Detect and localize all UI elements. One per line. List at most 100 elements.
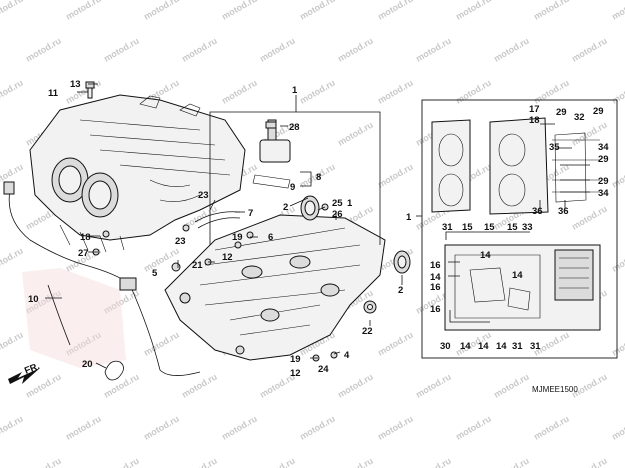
callout-19-b: 19 (232, 232, 243, 243)
watermark-text: motod.ru (0, 330, 25, 358)
watermark-text: motod.ru (570, 36, 609, 64)
watermark-text: motod.ru (24, 36, 63, 64)
callout-28: 28 (289, 122, 300, 133)
watermark-text: motod.ru (298, 0, 337, 22)
callout-21: 21 (192, 260, 203, 271)
watermark-text: motod.ru (376, 78, 415, 106)
watermark-text: motod.ru (532, 414, 571, 442)
inset-panel (416, 99, 618, 359)
callout-10: 10 (28, 294, 39, 305)
watermark-text: motod.ru (220, 0, 259, 22)
callout-14-b: 14 (512, 270, 523, 281)
callout-23-a: 23 (198, 190, 209, 201)
callout-1-inset: 1 (406, 212, 412, 223)
callout-12-b: 12 (290, 368, 301, 379)
callout-29-c: 29 (598, 154, 609, 165)
watermark-text: motod.ru (610, 414, 625, 442)
front-label: FR. (23, 361, 41, 377)
watermark-text: motod.ru (0, 78, 25, 106)
watermark-text: motod.ru (180, 36, 219, 64)
watermark-text: motod.ru (610, 330, 625, 358)
callout-12-a: 12 (222, 252, 233, 263)
watermark-text: motod.ru (376, 330, 415, 358)
callout-31-b: 31 (512, 341, 523, 352)
watermark-text: motod.ru (532, 0, 571, 22)
callout-2-left: 2 (283, 202, 288, 213)
callout-15-b: 15 (484, 222, 495, 233)
watermark-text: motod.ru (454, 78, 493, 106)
watermark-text: motod.ru (64, 0, 103, 22)
watermark-text: motod.ru (0, 0, 25, 22)
callout-11: 11 (48, 88, 59, 99)
callout-15-a: 15 (462, 222, 473, 233)
callout-2-right: 2 (398, 285, 403, 296)
callout-30-b: 30 (440, 341, 451, 352)
callout-19-a: 19 (290, 354, 301, 365)
callout-14-c: 14 (460, 341, 471, 352)
watermark-text: motod.ru (0, 414, 25, 442)
callout-5: 5 (152, 268, 158, 279)
callout-36-b: 36 (558, 206, 569, 217)
watermark-text: motod.ru (258, 456, 297, 468)
callout-26: 26 (332, 209, 343, 220)
callout-33: 33 (522, 222, 533, 233)
front-arrow-icon: FR. (8, 361, 41, 384)
callout-32: 32 (574, 112, 585, 123)
callout-14-f: 14 (480, 250, 491, 261)
watermark-text: motod.ru (220, 78, 259, 106)
callout-35: 35 (549, 142, 560, 153)
watermark-text: motod.ru (102, 456, 141, 468)
diagram-code: MJMEE1500 (532, 385, 578, 394)
watermark-text: motod.ru (610, 162, 625, 190)
watermark-text: motod.ru (336, 372, 375, 400)
callout-17: 17 (529, 104, 540, 115)
washer-part-22 (363, 300, 377, 314)
watermark-text: motod.ru (142, 414, 181, 442)
bolt-part-13 (85, 81, 95, 99)
watermark-text: motod.ru (376, 0, 415, 22)
watermark-text: motod.ru (336, 456, 375, 468)
watermark-text: motod.ru (336, 36, 375, 64)
callout-25: 25 (332, 198, 343, 209)
watermark-text: motod.ru (610, 78, 625, 106)
callout-8: 8 (316, 172, 321, 183)
callout-29-a: 29 (556, 107, 567, 118)
watermark-text: motod.ru (570, 204, 609, 232)
callout-14-a: 14 (430, 272, 441, 283)
callout-24: 24 (318, 364, 329, 375)
watermark-text: motod.ru (570, 456, 609, 468)
callout-15-c: 15 (507, 222, 518, 233)
watermark-text: motod.ru (492, 36, 531, 64)
callout-9: 9 (290, 182, 295, 193)
callout-29-d: 29 (598, 176, 609, 187)
callout-36-a: 36 (532, 206, 543, 217)
callout-1-right: 1 (347, 198, 353, 209)
callout-31-a: 31 (442, 222, 453, 233)
callout-27: 27 (78, 248, 89, 259)
watermark-text: motod.ru (258, 36, 297, 64)
watermark-text: motod.ru (376, 162, 415, 190)
watermark-text: motod.ru (454, 0, 493, 22)
leader-lines (45, 83, 403, 369)
callout-7: 7 (248, 208, 253, 219)
seal-part-2-left (300, 195, 320, 221)
watermark-text: motod.ru (102, 36, 141, 64)
watermark-text: motod.ru (414, 456, 453, 468)
watermark-text: motod.ru (64, 414, 103, 442)
clamp-part-20 (104, 360, 124, 381)
watermark-text: motod.ru (532, 78, 571, 106)
callout-14-e: 14 (496, 341, 507, 352)
callout-34-b: 34 (598, 188, 609, 199)
watermark-text: motod.ru (336, 120, 375, 148)
watermark-text: motod.ru (492, 372, 531, 400)
callout-14-d: 14 (478, 341, 489, 352)
watermark-text: motod.ru (142, 0, 181, 22)
callout-16-a: 16 (430, 260, 441, 271)
watermark-text: motod.ru (220, 414, 259, 442)
bolt-part-28 (265, 121, 277, 129)
lower-crankcase (164, 214, 386, 361)
watermark-text: motod.ru (24, 456, 63, 468)
watermark-text: motod.ru (298, 78, 337, 106)
watermark-text: motod.ru (414, 372, 453, 400)
